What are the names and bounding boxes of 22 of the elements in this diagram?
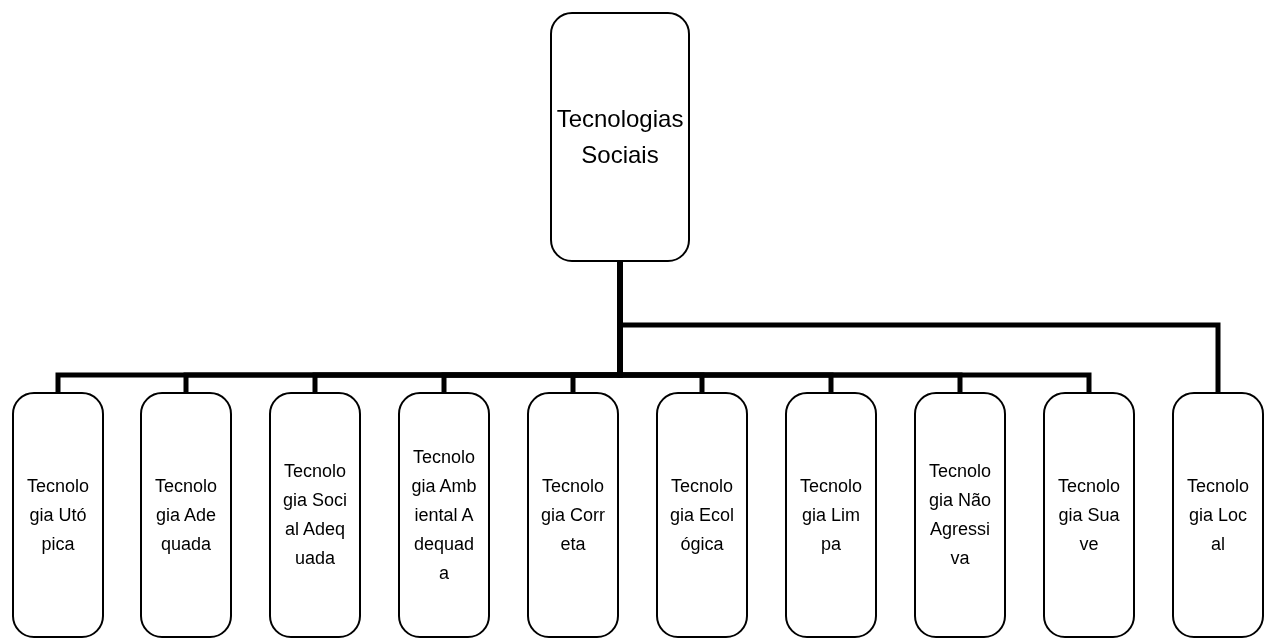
node-label: Tecnologia Ecológica [668, 474, 735, 556]
node-label: Tecnologia Limpa [798, 474, 863, 556]
node-label: Tecnologia Ambiental Adequada [410, 445, 478, 585]
node-label: Tecnologia Social Adequada [281, 460, 348, 570]
category-box [1043, 392, 1135, 638]
node-label: Tecnologia Suave [1056, 474, 1121, 556]
node-label: Tecnologia Correta [540, 474, 606, 556]
category-box [12, 392, 104, 638]
category-box [656, 392, 748, 638]
node-label: Tecnologia Não Agressiva [927, 460, 992, 570]
category-box [1172, 392, 1264, 638]
category-box [785, 392, 877, 638]
category-box [527, 392, 619, 638]
node-label: Tecnologia Local [1185, 474, 1250, 556]
node-label: Tecnologia Utópica [25, 474, 90, 556]
category-box [398, 392, 490, 638]
node-label: Tecnologias Sociais [555, 104, 685, 170]
category-box [914, 392, 1006, 638]
category-box [269, 392, 361, 638]
root-box [550, 12, 690, 262]
category-box [140, 392, 232, 638]
node-label: Tecnologia Adequada [153, 474, 218, 556]
